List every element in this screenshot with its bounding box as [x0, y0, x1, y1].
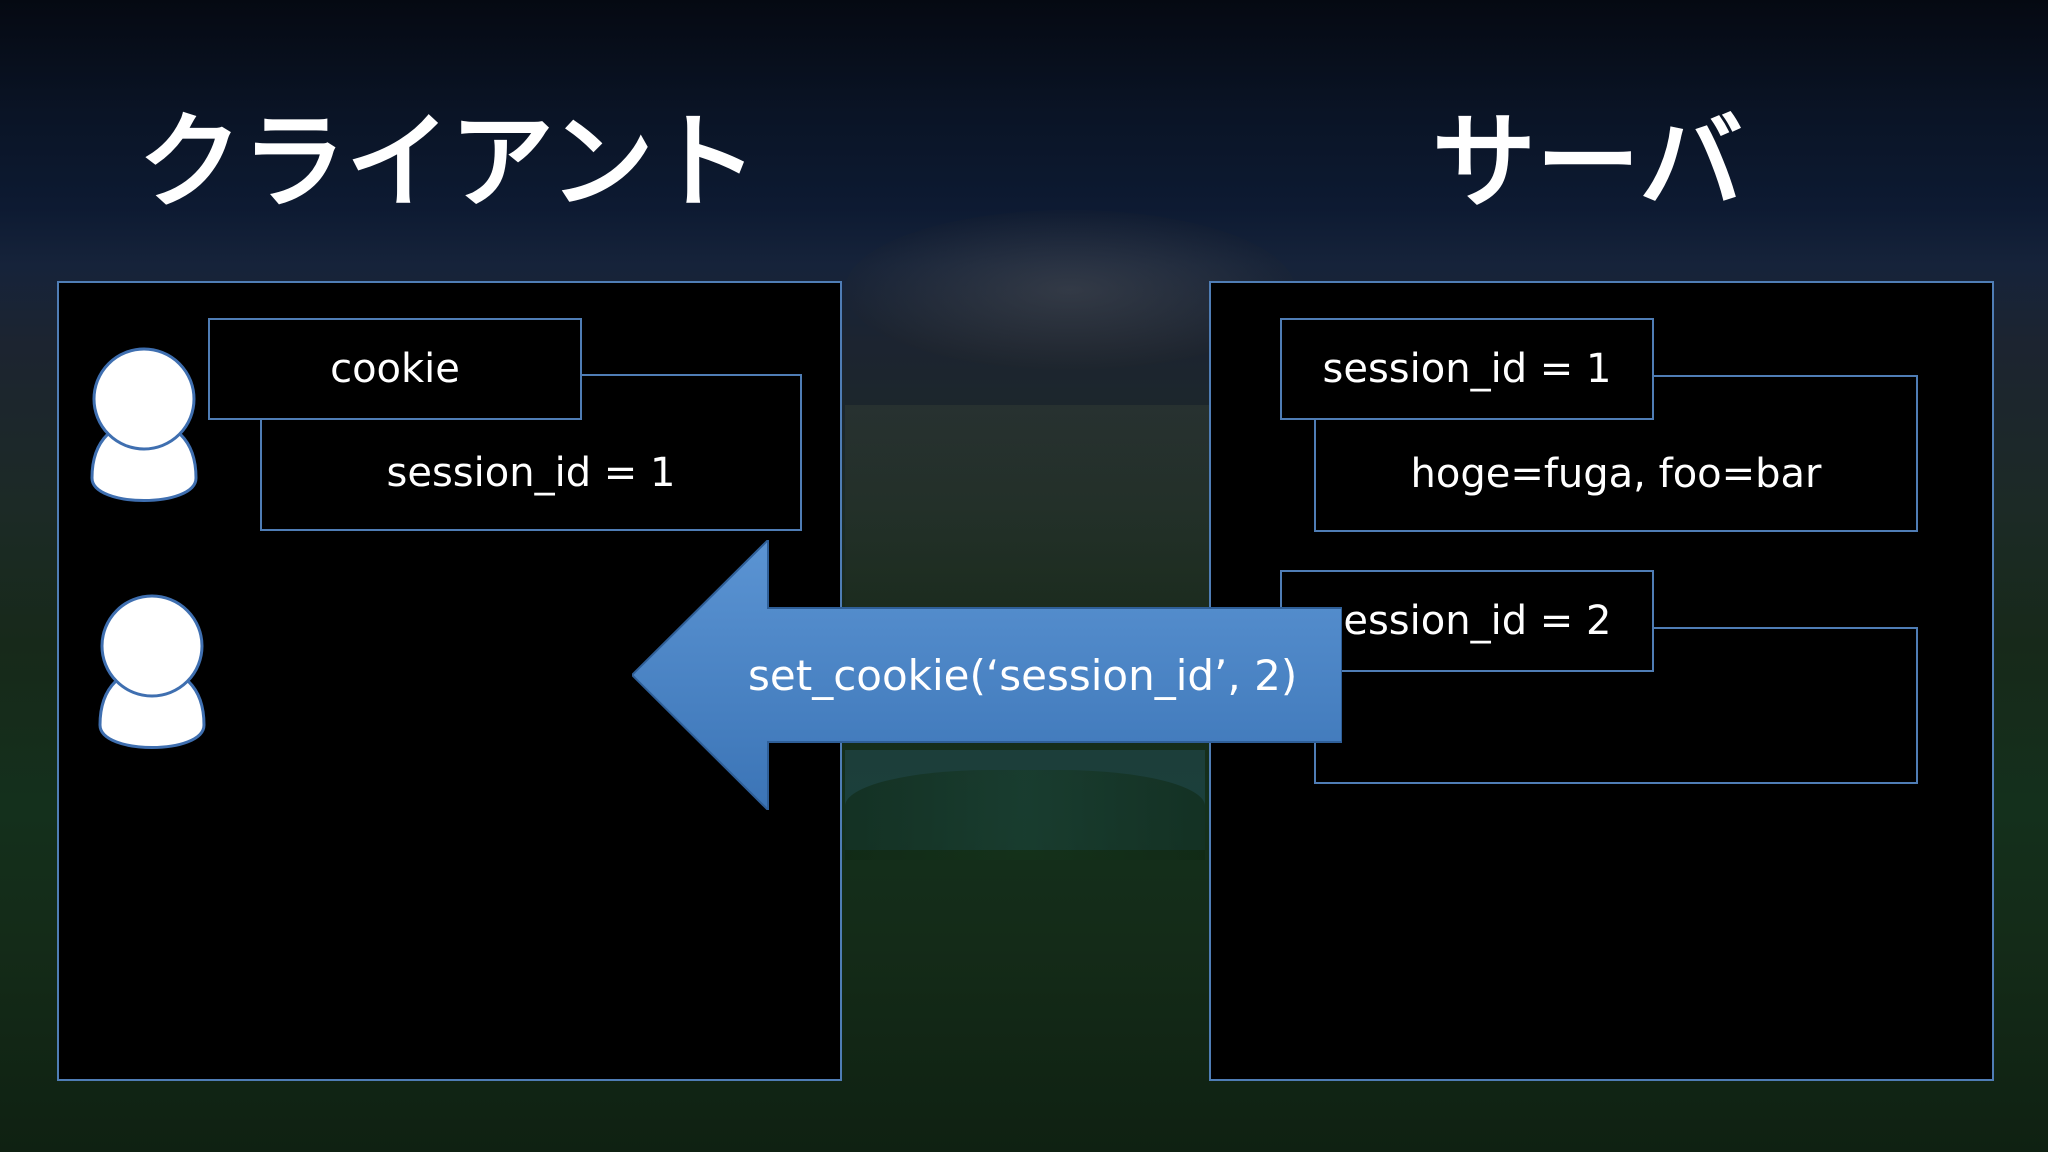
server-session-1-id-box: session_id = 1 — [1280, 318, 1654, 420]
user-icon — [94, 590, 210, 760]
user-icon — [86, 343, 202, 513]
server-title: サーバ — [1432, 101, 1743, 223]
server-session-1-id: session_id = 1 — [1322, 346, 1612, 392]
server-session-2-id-box: session_id = 2 — [1280, 570, 1654, 672]
background-trees — [845, 770, 1205, 860]
client-cookie-value: session_id = 1 — [386, 449, 676, 496]
set-cookie-label: set_cookie(‘session_id’, 2) — [748, 651, 1298, 700]
client-cookie-label-box: cookie — [208, 318, 582, 420]
client-title: クライアント — [138, 101, 758, 223]
server-session-2-id: session_id = 2 — [1322, 598, 1612, 644]
client-cookie-label: cookie — [330, 346, 460, 392]
server-session-1-data: hoge=fuga, foo=bar — [1410, 450, 1822, 497]
